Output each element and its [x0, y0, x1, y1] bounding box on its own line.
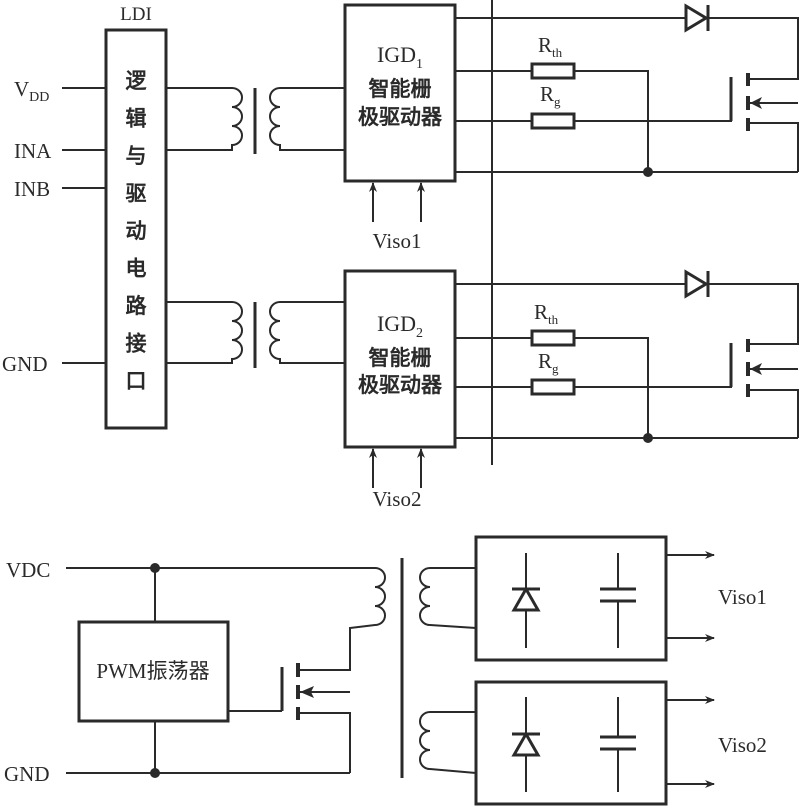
vdc-label: VDC	[6, 558, 50, 582]
igd1-rth-label: Rth	[538, 33, 563, 60]
rectifier-2-capacitor-icon	[600, 697, 636, 792]
ldi-body-char: 逻	[126, 69, 148, 93]
secondary-coil-1	[419, 567, 477, 629]
igd2-box	[343, 269, 457, 449]
igd1-rg-label: Rg	[540, 82, 561, 109]
pulse-transformer-2	[166, 301, 346, 368]
gnd-label: GND	[2, 352, 48, 376]
igd1-block: IGD1 智能栅 极驱动器 Viso1 Rth Rg	[343, 3, 799, 253]
igd2-rth-resistor	[530, 329, 576, 347]
primary-coil	[166, 301, 243, 364]
pwm-oscillator-box	[77, 620, 230, 723]
igbt1-icon	[729, 73, 762, 131]
igd1-rg-resistor	[530, 112, 576, 130]
igd2-name: IGD2	[377, 311, 423, 341]
vdd-label: VDD	[14, 77, 49, 105]
igd2-desc-line2: 极驱动器	[358, 373, 443, 397]
ldi-inputs: VDD INA INB GND	[2, 77, 106, 376]
secondary-coil	[269, 87, 346, 151]
junction-dot	[643, 167, 653, 177]
ldi-box	[104, 28, 168, 430]
igd2-collector-wire	[708, 283, 799, 345]
igd1-desc-line2: 极驱动器	[358, 105, 443, 129]
igd2-block: IGD2 智能栅 极驱动器 Viso2 Rth Rg	[343, 269, 799, 511]
diode-icon	[684, 3, 709, 33]
ldi-body-char: 口	[126, 369, 147, 393]
igd1-desc-line1: 智能栅	[369, 77, 432, 101]
igbt2-icon	[729, 339, 762, 397]
primary-coil	[166, 87, 243, 151]
viso1-output-label: Viso1	[718, 585, 767, 609]
isolated-power-supply: VDC GND PWM振荡器	[4, 535, 767, 806]
supply-primary-coil	[298, 567, 386, 671]
secondary-coil	[269, 301, 346, 364]
secondary-coil-2	[419, 711, 477, 774]
rectifier-2-box	[474, 680, 668, 806]
igd2-diode	[684, 269, 710, 299]
igd2-rg-label: Rg	[538, 349, 559, 376]
junction-dot	[643, 433, 653, 443]
ldi-body-char: 动	[126, 219, 147, 243]
pulse-transformer-1	[166, 87, 346, 154]
diode-icon	[684, 269, 709, 299]
ldi-body-char: 辑	[126, 107, 147, 131]
pwm-oscillator-label: PWM振荡器	[96, 659, 209, 683]
ps-gnd-label: GND	[4, 762, 50, 786]
supply-mosfet-icon	[280, 663, 350, 720]
rectifier-2-diode-icon	[511, 697, 541, 792]
inb-label: INB	[14, 177, 50, 201]
ldi-body-char: 路	[126, 294, 148, 318]
rectifier-1-diode-icon	[511, 553, 541, 648]
rectifier-1-capacitor-icon	[600, 553, 636, 648]
igd1-diode	[684, 3, 710, 33]
ldi-body-char: 电	[126, 257, 147, 281]
viso2-output-label: Viso2	[718, 733, 767, 757]
igd1-name: IGD1	[377, 42, 423, 72]
ldi-title: LDI	[120, 4, 152, 25]
igd1-collector-wire	[708, 17, 799, 80]
igd2-desc-line1: 智能栅	[369, 346, 432, 370]
igd2-supply-label: Viso2	[373, 487, 422, 511]
igd1-supply-label: Viso1	[373, 229, 422, 253]
rectifier-1-box	[474, 535, 668, 662]
ldi-body-char: 接	[126, 332, 147, 356]
igd2-rg-resistor	[530, 378, 576, 396]
ldi-body-char: 与	[126, 144, 147, 168]
igd1-box	[343, 3, 457, 183]
igd1-rth-resistor	[530, 62, 576, 80]
igd2-rth-label: Rth	[534, 300, 559, 327]
ina-label: INA	[14, 139, 52, 163]
ldi-body-char: 驱	[126, 182, 147, 206]
